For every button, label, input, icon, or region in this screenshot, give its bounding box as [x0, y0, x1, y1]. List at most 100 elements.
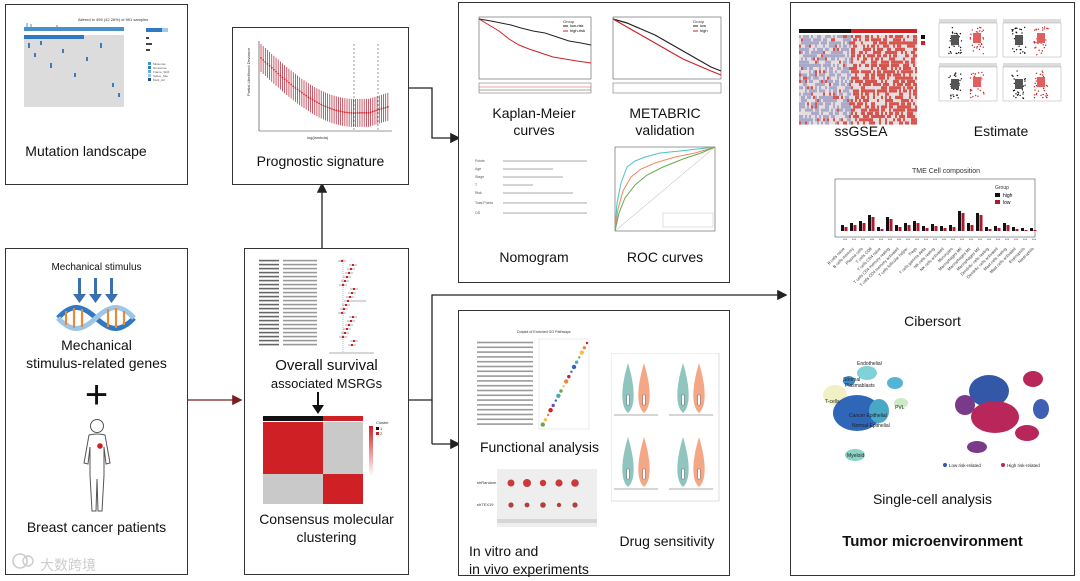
roc-title: ROC curves [626, 249, 704, 265]
ssgsea-cell [809, 67, 811, 71]
ssgsea-cell [863, 89, 865, 93]
ssgsea-cell [913, 108, 915, 112]
ssgsea-cell [885, 102, 887, 106]
ssgsea-cell [823, 95, 825, 99]
forest-gene-label [259, 319, 279, 322]
ssgsea-cell [913, 44, 915, 48]
ssgsea-cell [853, 102, 855, 106]
ssgsea-cell [857, 83, 859, 87]
ssgsea-cell [819, 105, 821, 109]
ssgsea-cell [853, 89, 855, 93]
ssgsea-cell [865, 73, 867, 77]
ssgsea-cell [831, 73, 833, 77]
ssgsea-cell [901, 67, 903, 71]
forest-hr-text [283, 311, 317, 314]
survival-title-line2: associated MSRGs [270, 376, 383, 391]
ssgsea-cell [875, 79, 877, 83]
ssgsea-cell [821, 118, 823, 122]
lasso-point [359, 111, 361, 114]
down-arrow-icon [312, 392, 324, 414]
ssgsea-cell [819, 121, 821, 125]
ssgsea-cell [829, 76, 831, 80]
ssgsea-cell [887, 51, 889, 55]
svg-text:Stage: Stage [475, 175, 484, 179]
ssgsea-cell [837, 105, 839, 109]
ssgsea-cell [835, 99, 837, 103]
ssgsea-cell [885, 54, 887, 58]
ssgsea-cell [837, 76, 839, 80]
ssgsea-cell [873, 121, 875, 125]
ssgsea-cell [853, 76, 855, 80]
ssgsea-cell [811, 70, 813, 74]
ssgsea-cell [883, 76, 885, 80]
ssgsea-cell [835, 51, 837, 55]
ssgsea-cell [859, 73, 861, 77]
ssgsea-cell [887, 76, 889, 80]
ssgsea-cell [811, 73, 813, 77]
ssgsea-cell [839, 102, 841, 106]
ssgsea-cell [893, 102, 895, 106]
forest-hr-text [283, 263, 317, 266]
tme-footer-title: Tumor microenvironment [842, 533, 1023, 550]
lasso-point [296, 88, 299, 91]
estimate-point [957, 97, 959, 99]
ssgsea-cell [837, 70, 839, 74]
ssgsea-cell [825, 86, 827, 90]
ssgsea-cell [811, 41, 813, 45]
ssgsea-cell [861, 108, 863, 112]
ssgsea-cell [897, 105, 899, 109]
estimate-point [1016, 70, 1018, 72]
ssgsea-cell [839, 35, 841, 39]
ssgsea-cell [853, 105, 855, 109]
ssgsea-cell [801, 57, 803, 61]
estimate-point [978, 43, 980, 46]
ssgsea-cell [905, 63, 907, 67]
lasso-point [382, 107, 385, 110]
ssgsea-cell [827, 60, 829, 64]
ssgsea-cell [849, 115, 851, 119]
ssgsea-cell [849, 111, 851, 115]
ssgsea-cell [809, 86, 811, 90]
ssgsea-cell [851, 41, 853, 45]
go-dot [540, 422, 545, 427]
go-dot [554, 399, 557, 402]
cibersort-box-high [1012, 227, 1015, 231]
ssgsea-cell [841, 102, 843, 106]
ssgsea-cell [805, 73, 807, 77]
ssgsea-cell [833, 44, 835, 48]
ssgsea-cell [911, 83, 913, 87]
ssgsea-cell [891, 51, 893, 55]
cibersort-significance: *** [1014, 238, 1019, 242]
ssgsea-cell [879, 60, 881, 64]
ssgsea-cell [881, 92, 883, 96]
ssgsea-cell [905, 35, 907, 39]
ssgsea-cell [831, 79, 833, 83]
ssgsea-cell [857, 35, 859, 39]
ssgsea-cell [839, 115, 841, 119]
ssgsea-cell [853, 108, 855, 112]
ssgsea-cell [827, 70, 829, 74]
ssgsea-cell [903, 44, 905, 48]
ssgsea-cell [871, 118, 873, 122]
ssgsea-cell [807, 89, 809, 93]
ssgsea-cell [895, 89, 897, 93]
go-dot [548, 408, 553, 413]
ssgsea-cell [907, 83, 909, 87]
ssgsea-cell [879, 41, 881, 45]
ssgsea-cell [857, 51, 859, 55]
ssgsea-cell [809, 41, 811, 45]
estimate-point [953, 45, 955, 48]
ssgsea-cell [863, 111, 865, 115]
ssgsea-cell [823, 118, 825, 122]
ssgsea-cell [807, 51, 809, 55]
ssgsea-cell [861, 89, 863, 93]
ssgsea-cell [827, 73, 829, 77]
ssgsea-cell [843, 73, 845, 77]
ssgsea-cell [803, 89, 805, 93]
ssgsea-cell [901, 95, 903, 99]
ssgsea-cell [867, 76, 869, 80]
ssgsea-cell [879, 57, 881, 61]
estimate-point [1045, 84, 1048, 87]
ssgsea-cell [861, 60, 863, 64]
ssgsea-cell [867, 60, 869, 64]
